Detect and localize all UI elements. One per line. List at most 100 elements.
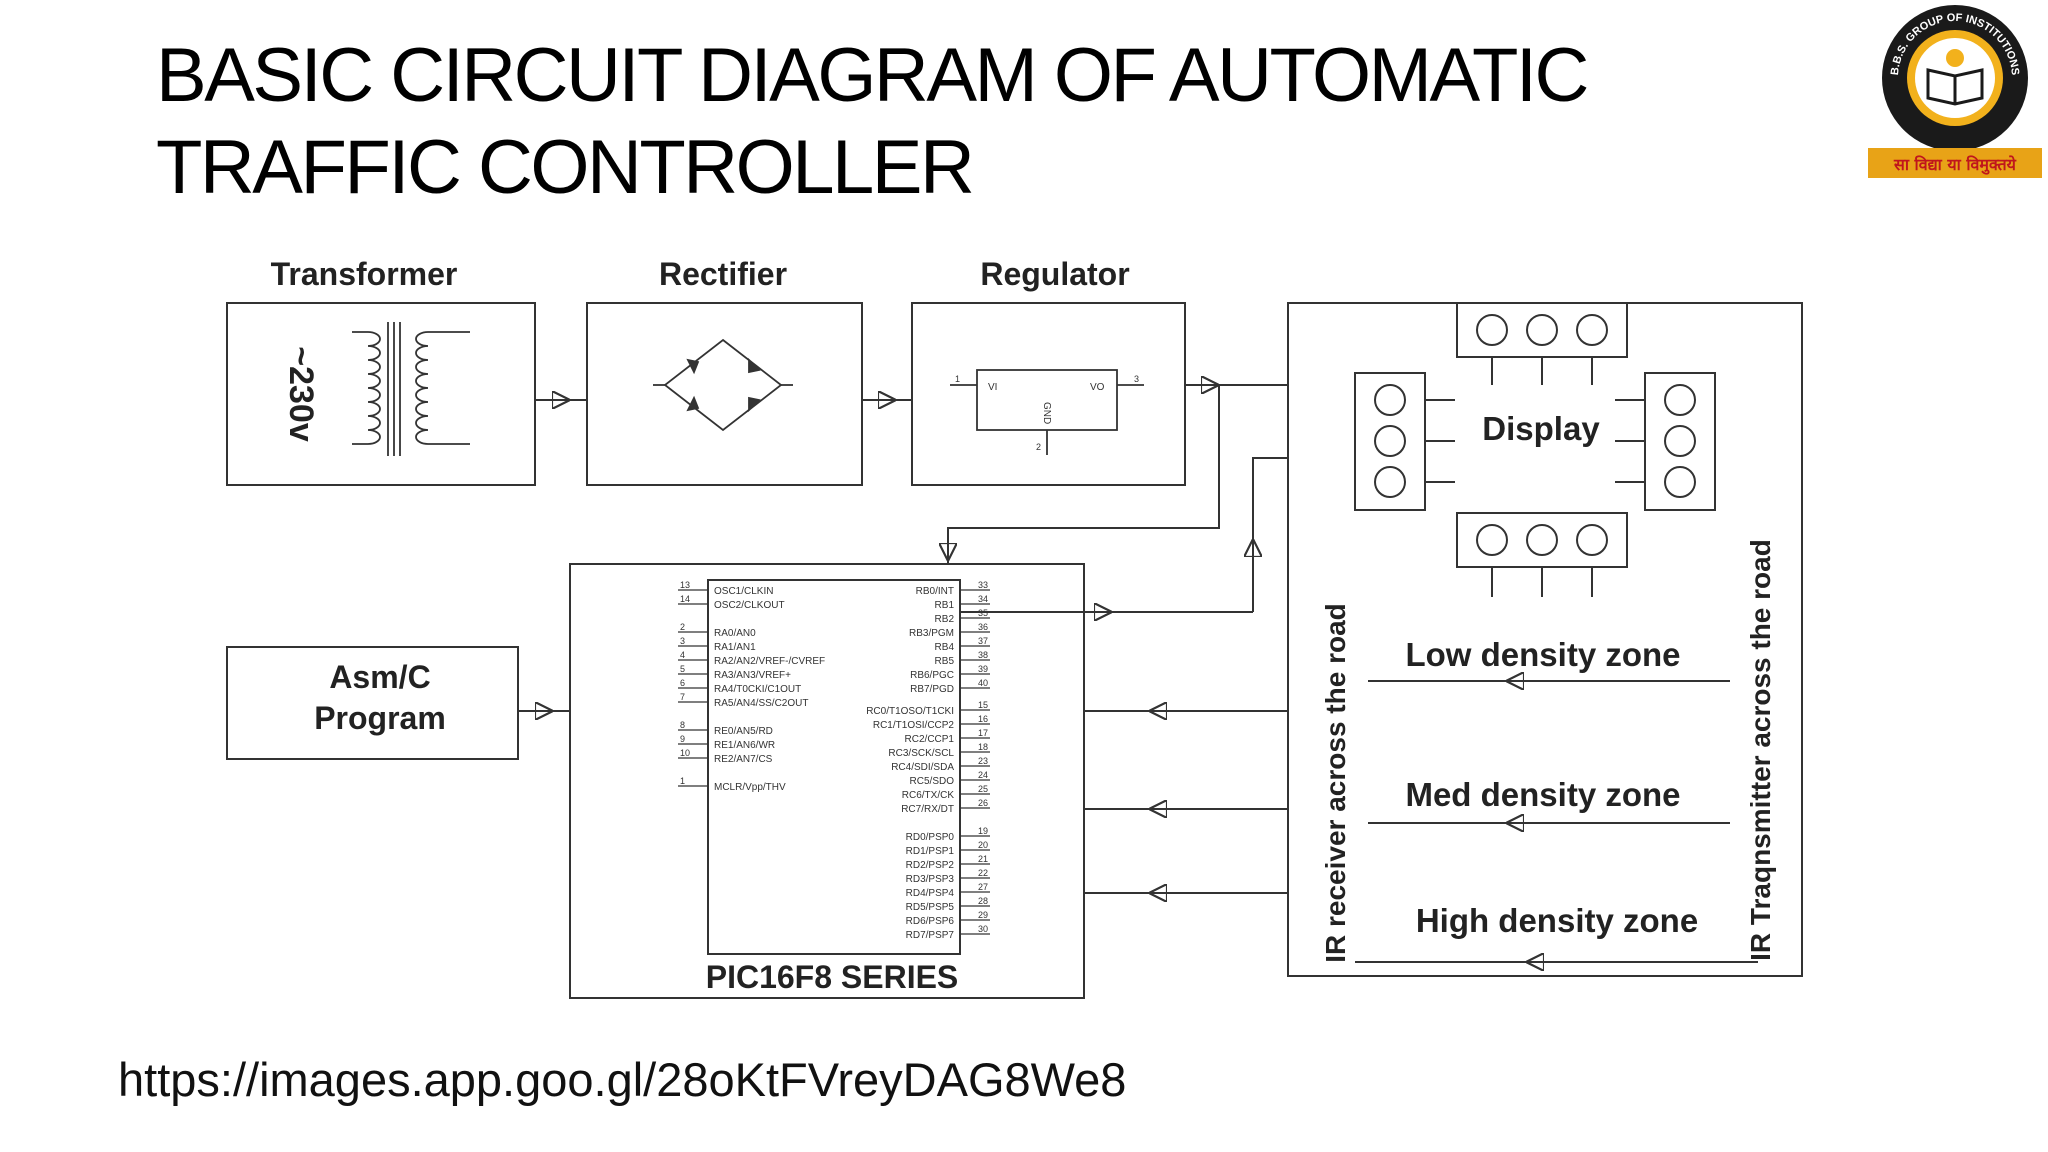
mcu-pin-number-right: 35	[978, 608, 988, 618]
mcu-pin-number-right: 34	[978, 594, 988, 604]
diode-bridge-icon	[653, 338, 793, 432]
mcu-pin-name-left: RA5/AN4/SS/C2OUT	[714, 698, 808, 709]
mcu-pin-number-right: 27	[978, 882, 988, 892]
mcu-pin-number-right: 23	[978, 756, 988, 766]
mcu-pin-name-left: RA3/AN3/VREF+	[714, 670, 791, 681]
mcu-pin-name-right: RC6/TX/CK	[902, 790, 955, 801]
mcu-pin-number-right: 20	[978, 840, 988, 850]
regulator-label: Regulator	[980, 256, 1129, 292]
mcu-pin-name-right: RD0/PSP0	[906, 832, 955, 843]
mcu-pin-number-right: 25	[978, 784, 988, 794]
traffic-light-icons	[1354, 302, 1716, 597]
mcu-pin-name-right: RB0/INT	[916, 586, 954, 597]
rectifier-label: Rectifier	[659, 256, 787, 292]
mcu-pin-number-left: 8	[680, 720, 685, 730]
mcu-chip	[707, 579, 961, 955]
mcu-label: PIC16F8 SERIES	[706, 959, 959, 995]
transformer-coil-icon	[352, 322, 470, 456]
mcu-pin-number-right: 18	[978, 742, 988, 752]
display-label: Display	[1482, 410, 1600, 447]
source-url: https://images.app.goo.gl/28oKtFVreyDAG8…	[118, 1053, 1127, 1106]
mcu-pin-number-left: 13	[680, 580, 690, 590]
ir-receiver-label: IR receiver across the road	[1320, 603, 1351, 963]
mcu-pin-number-right: 38	[978, 650, 988, 660]
regulator-pin-vi: VI	[988, 382, 997, 393]
program-label-line2: Program	[314, 700, 446, 736]
mcu-pin-name-right: RC7/RX/DT	[901, 804, 954, 815]
mcu-pin-number-right: 40	[978, 678, 988, 688]
mcu-pin-number-left: 7	[680, 692, 685, 702]
traffic-light-left	[1354, 372, 1426, 511]
ir-transmitter-label: IR Traqnsmitter across the road	[1745, 539, 1776, 961]
zone-low-label: Low density zone	[1405, 636, 1680, 673]
mcu-pin-number-right: 22	[978, 868, 988, 878]
mcu-pin-number-right: 15	[978, 700, 988, 710]
mcu-pin-name-right: RD7/PSP7	[906, 930, 955, 941]
mcu-pin-name-right: RD5/PSP5	[906, 902, 955, 913]
regulator-pin-1: 1	[955, 374, 960, 384]
program-block	[226, 646, 519, 760]
mcu-pin-name-right: RC4/SDI/SDA	[891, 762, 954, 773]
mcu-pin-name-left: RE2/AN7/CS	[714, 754, 773, 765]
program-label-line1: Asm/C	[329, 659, 430, 695]
traffic-light-top	[1456, 302, 1628, 358]
mcu-pin-number-left: 4	[680, 650, 685, 660]
mcu-pin-number-right: 30	[978, 924, 988, 934]
traffic-light-right	[1644, 372, 1716, 511]
mcu-pin-number-right: 24	[978, 770, 988, 780]
regulator-chip-icon	[950, 369, 1144, 455]
mcu-pin-name-left: RE1/AN6/WR	[714, 740, 775, 751]
mcu-pin-name-left: RA0/AN0	[714, 628, 756, 639]
regulator-pin-2: 2	[1036, 442, 1041, 452]
mcu-pin-number-left: 10	[680, 748, 690, 758]
mcu-pin-name-right: RD6/PSP6	[906, 916, 955, 927]
mcu-pin-name-right: RB3/PGM	[909, 628, 954, 639]
mcu-pin-number-right: 26	[978, 798, 988, 808]
regulator-pin-gnd: GND	[1041, 402, 1052, 424]
traffic-light-bottom	[1456, 512, 1628, 568]
zone-high-label: High density zone	[1416, 902, 1698, 939]
book-icon	[1926, 68, 1984, 106]
mcu-pin-number-left: 14	[680, 594, 690, 604]
mcu-pin-number-right: 37	[978, 636, 988, 646]
slide-title: BASIC CIRCUIT DIAGRAM OF AUTOMATIC TRAFF…	[156, 33, 1589, 210]
mcu-pin-number-left: 9	[680, 734, 685, 744]
mcu-block	[569, 563, 1085, 999]
mcu-pins: 13OSC1/CLKIN14OSC2/CLKOUT2RA0/AN03RA1/AN…	[678, 580, 990, 941]
mcu-pin-name-right: RB7/PGD	[910, 684, 954, 695]
transformer-voltage: ~230v	[282, 346, 320, 442]
mcu-pin-name-right: RD1/PSP1	[906, 846, 955, 857]
mcu-pin-name-right: RB5	[935, 656, 955, 667]
mcu-pin-number-right: 36	[978, 622, 988, 632]
mcu-pin-number-left: 2	[680, 622, 685, 632]
mcu-pin-name-left: RA4/T0CKI/C1OUT	[714, 684, 801, 695]
mcu-pin-name-right: RD2/PSP2	[906, 860, 955, 871]
mcu-pin-number-right: 17	[978, 728, 988, 738]
bbs-logo: B.B.S. GROUP OF INSTITUTIONS सा विद्या य…	[1868, 5, 2042, 178]
zone-med-label: Med density zone	[1405, 776, 1680, 813]
mcu-pin-name-right: RB2	[935, 614, 955, 625]
mcu-pin-name-right: RC0/T1OSO/T1CKI	[866, 706, 954, 717]
mcu-pin-number-left: 3	[680, 636, 685, 646]
logo-motto: सा विद्या या विमुक्तये	[1893, 155, 2017, 175]
mcu-pin-name-left: RA1/AN1	[714, 642, 756, 653]
mcu-pin-name-right: RD3/PSP3	[906, 874, 955, 885]
mcu-pin-name-left: RE0/AN5/RD	[714, 726, 773, 737]
mcu-pin-name-right: RB1	[935, 600, 955, 611]
rectifier-block	[586, 302, 863, 486]
regulator-pin-vo: VO	[1090, 382, 1105, 393]
mcu-pin-number-right: 16	[978, 714, 988, 724]
mcu-pin-name-left: RA2/AN2/VREF-/CVREF	[714, 656, 825, 667]
mcu-pin-number-right: 33	[978, 580, 988, 590]
regulator-pin-3: 3	[1134, 374, 1139, 384]
mcu-pin-name-right: RB4	[935, 642, 955, 653]
sun-icon	[1946, 49, 1964, 67]
mcu-pin-name-left: OSC1/CLKIN	[714, 586, 773, 597]
regulator-block	[911, 302, 1186, 486]
transformer-block	[226, 302, 536, 486]
mcu-pin-name-right: RC1/T1OSI/CCP2	[873, 720, 955, 731]
mcu-pin-number-right: 28	[978, 896, 988, 906]
mcu-pin-number-right: 39	[978, 664, 988, 674]
transformer-label: Transformer	[271, 256, 458, 292]
